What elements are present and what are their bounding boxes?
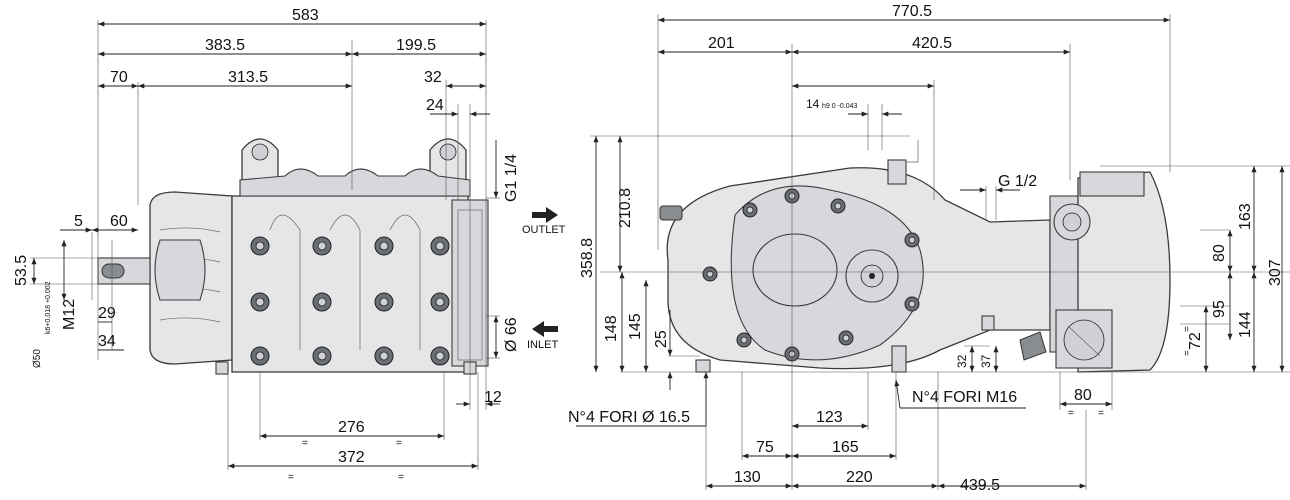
left-bolts bbox=[250, 236, 450, 366]
dim-g-1-2: G 1/2 bbox=[998, 173, 1037, 190]
dim-358-8: 358.8 bbox=[579, 238, 596, 278]
dim-75: 75 bbox=[756, 439, 774, 456]
dim-70: 70 bbox=[110, 69, 128, 86]
eq-mark-r3: = bbox=[1068, 408, 1074, 419]
dim-80-horizontal: 80 bbox=[1074, 387, 1092, 404]
dim-123: 123 bbox=[816, 409, 843, 426]
dim-12: 12 bbox=[484, 389, 502, 406]
left-view: OUTLET INLET bbox=[13, 7, 566, 483]
dim-313-5: 313.5 bbox=[228, 69, 268, 86]
dim-220: 220 bbox=[846, 469, 873, 486]
right-pump-body bbox=[659, 140, 1171, 373]
dim-163: 163 bbox=[1237, 203, 1254, 230]
eq-mark-r1: = bbox=[1182, 326, 1193, 332]
right-view: 770.5 201 420.5 14 h9 0 -0.043 G 1/2 210… bbox=[568, 3, 1290, 494]
eq-mark-r4: = bbox=[1098, 408, 1104, 419]
dim-37: 37 bbox=[979, 354, 993, 368]
eq-mark-r2: = bbox=[1182, 350, 1193, 356]
holes-right-label: N°4 FORI M16 bbox=[912, 389, 1017, 406]
dim-shaft-tolerance: k6+0.018 +0.002 bbox=[45, 281, 52, 334]
dim-145: 145 bbox=[627, 313, 644, 340]
eq-mark-1: = bbox=[302, 438, 308, 449]
dim-34: 34 bbox=[98, 333, 116, 350]
dim-dia-66: Ø 66 bbox=[503, 317, 520, 352]
left-pump-body bbox=[97, 138, 489, 375]
eq-mark-2: = bbox=[396, 438, 402, 449]
dim-439-5: 439.5 bbox=[960, 477, 1000, 494]
dim-201: 201 bbox=[708, 35, 735, 52]
left-dimension-lines bbox=[31, 21, 500, 469]
dim-60: 60 bbox=[110, 213, 128, 230]
dim-583: 583 bbox=[292, 7, 319, 24]
dim-383-5: 383.5 bbox=[205, 37, 245, 54]
dim-130: 130 bbox=[734, 469, 761, 486]
dim-g1-1-4: G1 1/4 bbox=[503, 154, 520, 202]
eq-mark-3: = bbox=[288, 472, 294, 483]
dim-14: 14 bbox=[806, 97, 820, 111]
outlet-label: OUTLET bbox=[522, 224, 566, 236]
dim-80-vertical: 80 bbox=[1211, 244, 1228, 262]
dim-148: 148 bbox=[603, 315, 620, 342]
dim-307: 307 bbox=[1267, 259, 1284, 286]
dim-shaft-dia: Ø50 bbox=[32, 349, 43, 368]
dim-53-5: 53.5 bbox=[13, 255, 30, 286]
dim-14-tolerance: h9 0 -0.043 bbox=[822, 103, 858, 110]
dim-72: 72 bbox=[1187, 332, 1204, 350]
dim-29: 29 bbox=[98, 305, 116, 322]
dim-95: 95 bbox=[1211, 300, 1228, 318]
right-bolts bbox=[702, 188, 920, 362]
dim-144: 144 bbox=[1237, 311, 1254, 338]
dim-32: 32 bbox=[424, 69, 442, 86]
dim-210-8: 210.8 bbox=[617, 188, 634, 228]
dim-32-right: 32 bbox=[955, 354, 969, 368]
dim-372: 372 bbox=[338, 449, 365, 466]
right-dimension-lines bbox=[576, 17, 1285, 489]
eq-mark-4: = bbox=[398, 472, 404, 483]
dim-276: 276 bbox=[338, 419, 365, 436]
outlet-arrow-icon bbox=[532, 207, 558, 223]
inlet-arrow-icon bbox=[532, 321, 558, 337]
dim-165: 165 bbox=[832, 439, 859, 456]
dim-24: 24 bbox=[426, 97, 444, 114]
inlet-label: INLET bbox=[527, 339, 558, 351]
dim-25: 25 bbox=[653, 330, 670, 348]
dim-5: 5 bbox=[74, 213, 83, 230]
dim-420-5: 420.5 bbox=[912, 35, 952, 52]
left-extension-lines bbox=[30, 20, 500, 470]
dim-m12: M12 bbox=[61, 299, 78, 330]
dim-199-5: 199.5 bbox=[396, 37, 436, 54]
dim-770-5: 770.5 bbox=[892, 3, 932, 20]
holes-left-label: N°4 FORI Ø 16.5 bbox=[568, 409, 690, 426]
